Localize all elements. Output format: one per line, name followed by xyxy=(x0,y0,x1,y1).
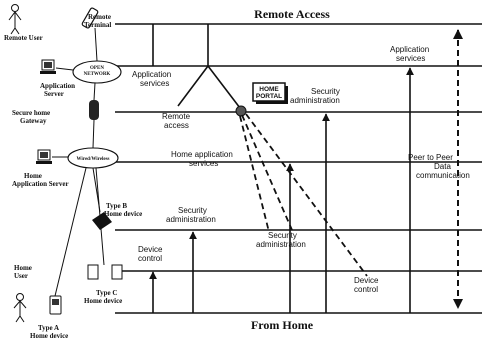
dash-to-security-admin xyxy=(242,115,292,230)
from-home-title: From Home xyxy=(251,318,314,332)
tree-branches xyxy=(178,66,240,108)
dash-to-security-admin-2 xyxy=(240,116,269,232)
remote-user-label: Remote User xyxy=(4,34,43,42)
remote-user-icon xyxy=(9,5,21,35)
application-server-icon xyxy=(40,60,56,74)
wired-wireless-label: Wired/Wireless xyxy=(77,157,110,162)
dash-to-device-control xyxy=(246,114,367,276)
band-lines xyxy=(115,24,482,313)
vertical-arrows xyxy=(153,24,410,313)
portal-dashed-links xyxy=(240,114,367,276)
portal-node xyxy=(236,106,246,116)
home-user-icon xyxy=(14,294,26,323)
type-a-device-icon xyxy=(50,296,61,314)
type-c-device-icon xyxy=(88,265,122,279)
gateway-icon xyxy=(89,100,99,120)
home-app-server-icon xyxy=(36,150,52,164)
remote-access-title: Remote Access xyxy=(254,7,330,21)
